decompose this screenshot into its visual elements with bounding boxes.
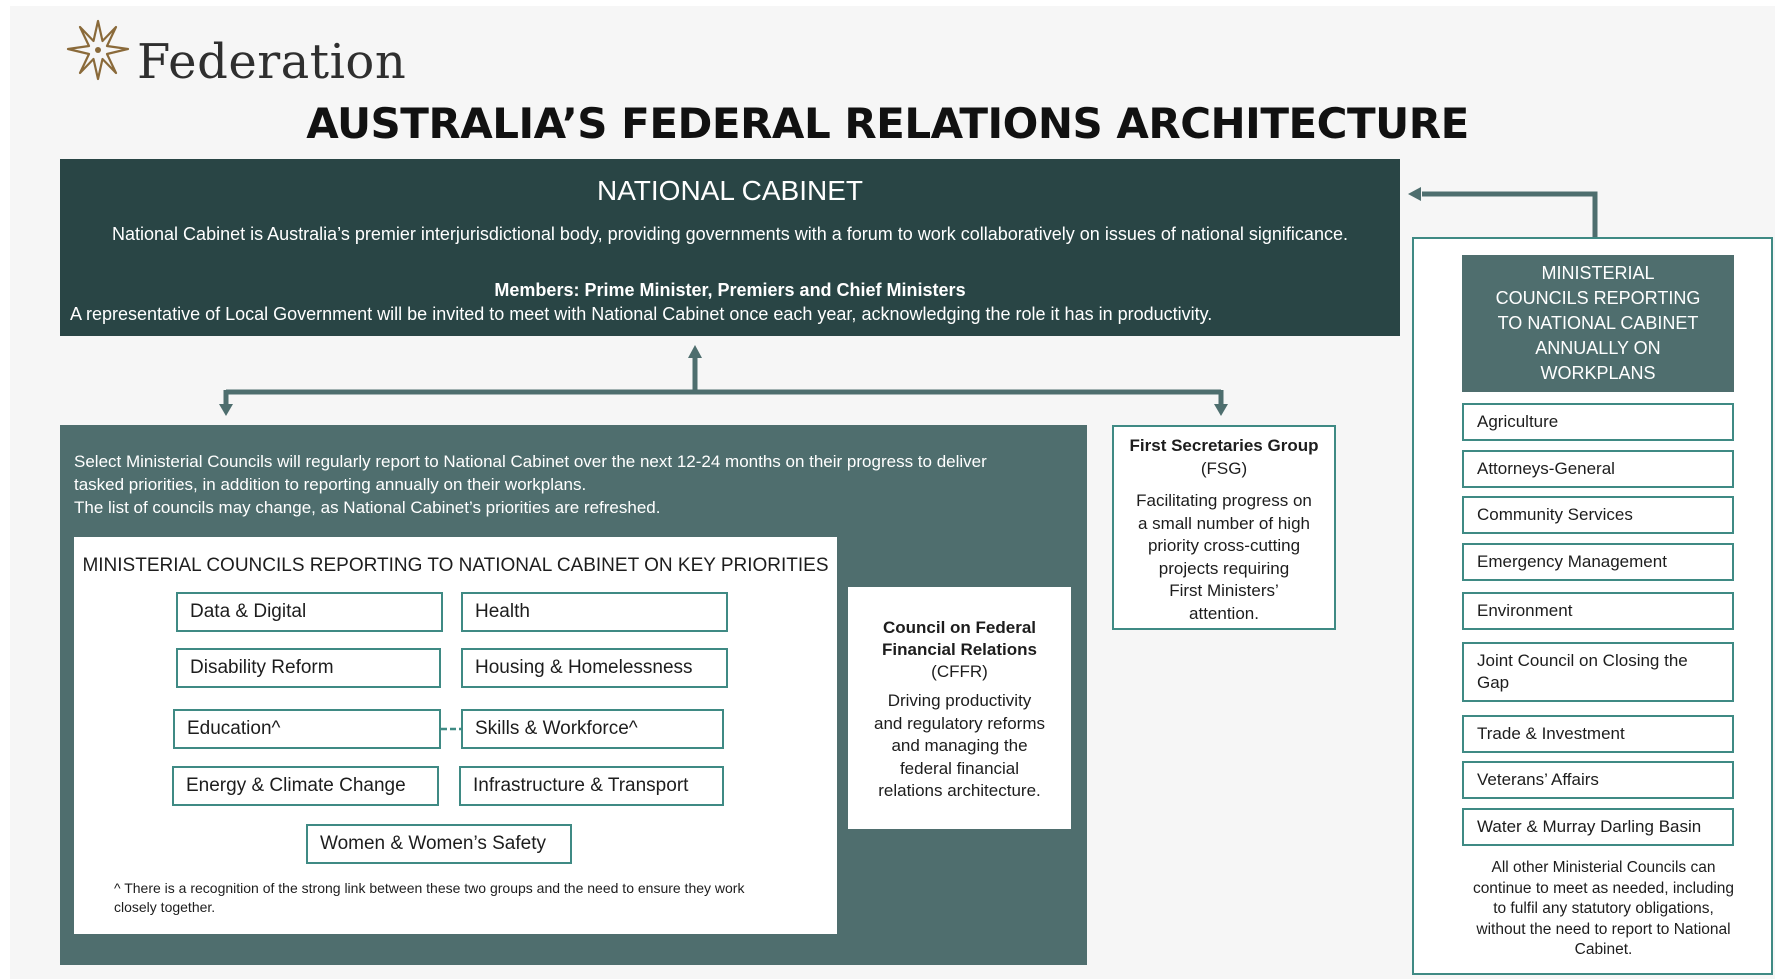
council-housing-homelessness: Housing & Homelessness: [461, 648, 728, 688]
arrow-left-icon: [1408, 187, 1421, 201]
council-infrastructure-transport: Infrastructure & Transport: [459, 766, 724, 806]
council-disability-reform: Disability Reform: [176, 648, 441, 688]
key-priorities-title: MINISTERIAL COUNCILS REPORTING TO NATION…: [82, 555, 829, 576]
national-cabinet-box: NATIONAL CABINET National Cabinet is Aus…: [60, 159, 1400, 336]
annual-council-attorneys-general: Attorneys-General: [1462, 450, 1734, 488]
national-cabinet-heading: NATIONAL CABINET: [596, 175, 864, 206]
national-cabinet-description: National Cabinet is Australia’s premier …: [112, 224, 1348, 244]
council-energy-climate-change: Energy & Climate Change: [172, 766, 439, 806]
arrow-down-right-icon: [1214, 404, 1228, 416]
annual-council-closing-the-gap: Joint Council on Closing the Gap: [1462, 642, 1734, 702]
annual-council-veterans-affairs: Veterans’ Affairs: [1462, 761, 1734, 799]
council-education: Education^: [173, 709, 441, 749]
annual-council-agriculture: Agriculture: [1462, 403, 1734, 441]
council-skills-workforce: Skills & Workforce^: [461, 709, 724, 749]
annual-council-trade-investment: Trade & Investment: [1462, 715, 1734, 753]
annual-council-water-murray-darling: Water & Murray Darling Basin: [1462, 808, 1734, 846]
select-councils-intro: Select Ministerial Councils will regular…: [74, 452, 987, 517]
council-data-digital: Data & Digital: [176, 592, 443, 632]
cffr-description: Driving productivity and regulatory refo…: [873, 691, 1046, 800]
annual-council-emergency-management: Emergency Management: [1462, 543, 1734, 581]
branch-connector: [219, 187, 1598, 416]
linked-groups-footnote: ^ There is a recognition of the strong l…: [114, 880, 745, 915]
national-cabinet-members: Members: Prime Minister, Premiers and Ch…: [494, 280, 966, 300]
page-title: AUSTRALIA’S FEDERAL RELATIONS ARCHITECTU…: [306, 99, 1469, 148]
cffr-box: Council on Federal Financial Relations (…: [848, 587, 1071, 829]
arrow-down-left-icon: [219, 404, 233, 416]
arrow-up-icon: [688, 345, 702, 358]
cffr-title: Council on Federal Financial Relations (…: [882, 618, 1037, 681]
annual-councils-panel: MINISTERIAL COUNCILS REPORTING TO NATION…: [1412, 237, 1773, 975]
linked-groups-connector: [441, 727, 461, 731]
annual-councils-heading: MINISTERIAL COUNCILS REPORTING TO NATION…: [1462, 255, 1734, 392]
fsg-title: First Secretaries Group (FSG): [1129, 436, 1319, 478]
fsg-box: First Secretaries Group (FSG) Facilitati…: [1112, 425, 1336, 630]
annual-council-community-services: Community Services: [1462, 496, 1734, 534]
local-government-note: A representative of Local Government wil…: [70, 304, 1213, 324]
annual-council-environment: Environment: [1462, 592, 1734, 630]
council-health: Health: [461, 592, 728, 632]
key-priorities-panel: MINISTERIAL COUNCILS REPORTING TO NATION…: [74, 537, 837, 934]
star-emblem-icon: [66, 19, 130, 81]
federation-logo-text: Federation: [137, 34, 407, 90]
fsg-description: Facilitating progress on a small number …: [1136, 491, 1312, 623]
annual-councils-footer: All other Ministerial Councils can conti…: [1472, 859, 1735, 958]
council-women-safety: Women & Women’s Safety: [306, 824, 572, 864]
